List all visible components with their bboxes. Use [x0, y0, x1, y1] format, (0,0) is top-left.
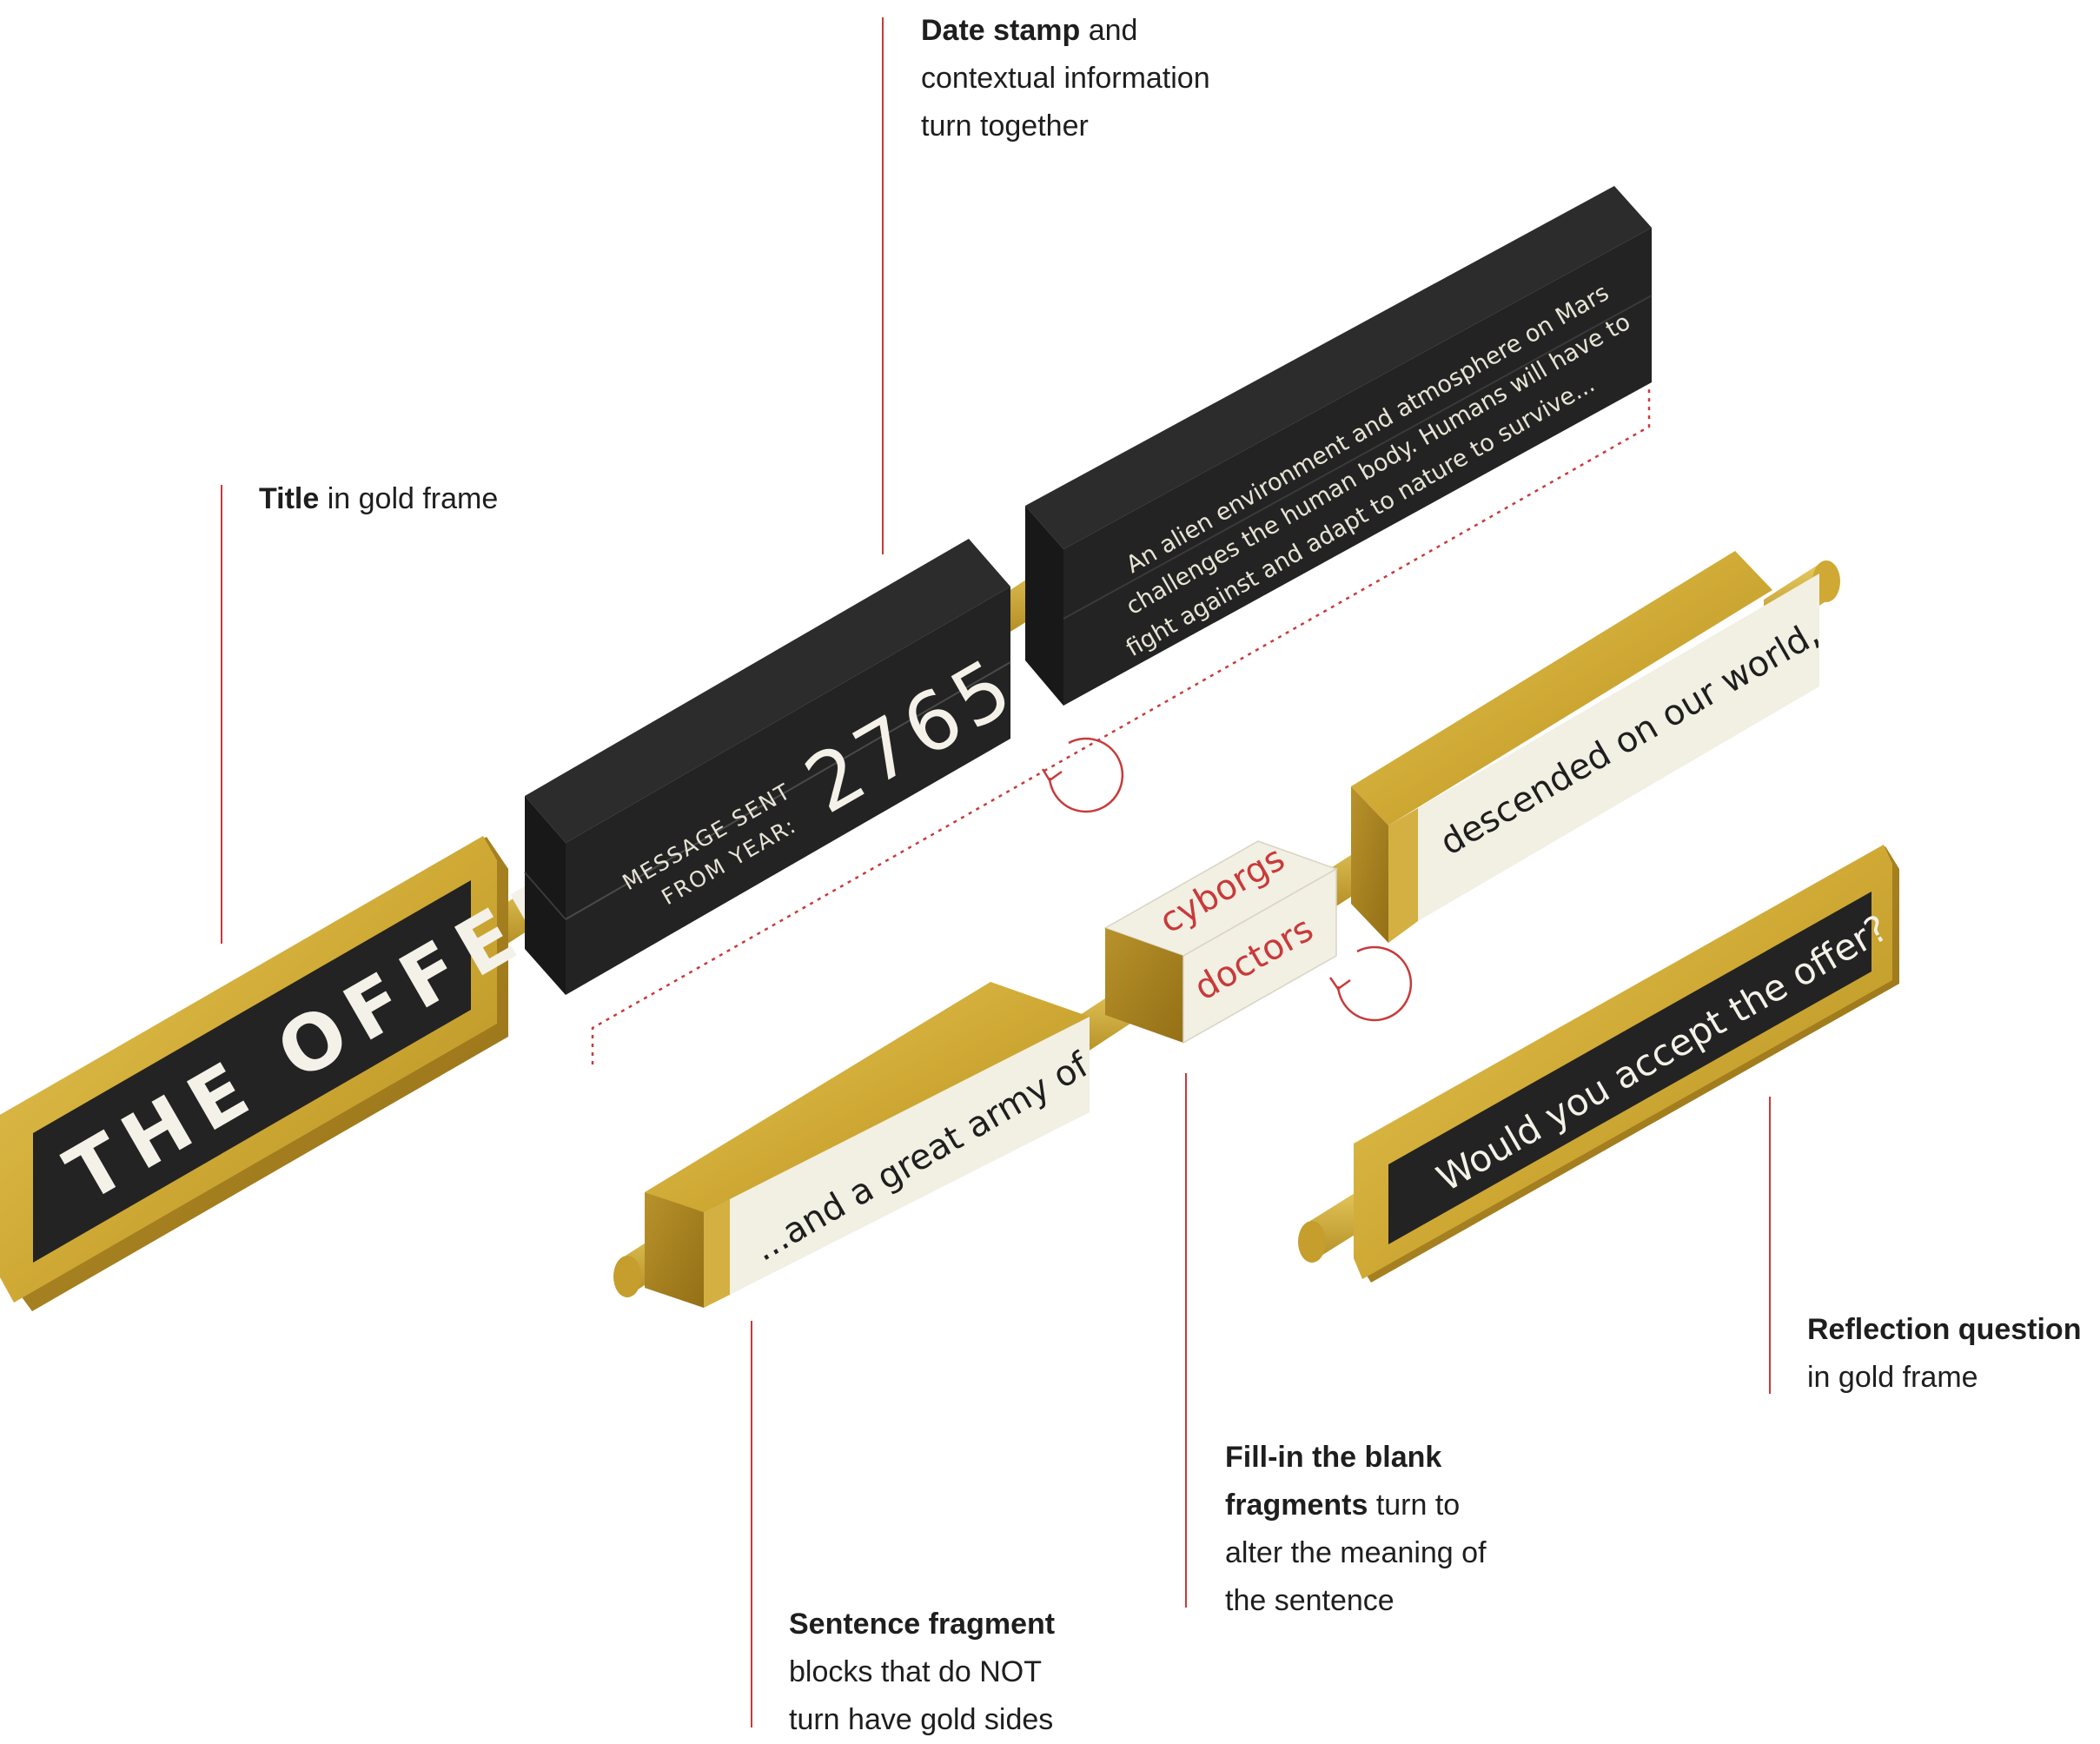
question-plate-text: Would you accept the offer? — [1430, 906, 1896, 1200]
fill-in-block: cyborgs doctors — [1103, 839, 1338, 1044]
annotation-date-line2: contextual information — [921, 62, 1210, 95]
annotation-fill-line3: alter the meaning of — [1225, 1536, 1487, 1569]
annotation-fill-in: Fill-in the blank fragments turn to alte… — [1225, 1434, 1590, 1625]
annotation-date-line3: turn together — [921, 109, 1089, 143]
date-context-link — [591, 387, 1651, 1064]
annotation-reflection: Reflection question in gold frame — [1807, 1306, 2094, 1402]
rotate-arrow-date-icon — [1041, 737, 1124, 813]
annotation-sentence-line2: blocks that do NOT — [789, 1655, 1043, 1688]
annotation-sentence-bold: Sentence fragment — [789, 1608, 1056, 1641]
guide-line-sentence — [751, 1321, 752, 1727]
rotate-arrow-fill-icon — [1328, 945, 1413, 1022]
context-block: An alien environment and atmosphere on M… — [1025, 186, 1653, 706]
annotation-date-stamp: Date stamp and contextual information tu… — [921, 7, 1373, 150]
title-plate: THE OFFER — [0, 836, 603, 1311]
guide-line-date — [882, 17, 884, 554]
annotation-reflection-line2: in gold frame — [1807, 1361, 1978, 1394]
fragment-block-descended: descended on our world, — [1351, 551, 1826, 943]
annotation-fill-line4: the sentence — [1225, 1584, 1394, 1617]
annotation-reflection-bold: Reflection question — [1807, 1313, 2082, 1346]
annotation-title-bold: Title — [259, 482, 320, 515]
annotation-sentence-fragment: Sentence fragment blocks that do NOT tur… — [789, 1601, 1154, 1744]
date-block: MESSAGE SENT FROM YEAR: 2765 — [524, 539, 1031, 995]
guide-line-reflection — [1769, 1097, 1771, 1394]
title-plate-text: THE OFFER — [51, 849, 603, 1219]
annotation-title: Title in gold frame — [259, 475, 624, 523]
guide-line-fill — [1185, 1073, 1187, 1608]
annotation-fill-rest2: turn to — [1368, 1489, 1461, 1522]
annotation-sentence-line3: turn have gold sides — [789, 1703, 1054, 1736]
fragment-block-army: ...and a great army of — [645, 982, 1096, 1308]
annotation-date-bold: Date stamp — [921, 14, 1081, 47]
annotation-title-rest: in gold frame — [319, 482, 499, 515]
guide-line-title — [221, 485, 222, 944]
annotation-fill-bold1: Fill-in the blank — [1225, 1441, 1442, 1474]
annotation-fill-bold2: fragments — [1225, 1489, 1368, 1522]
annotation-date-rest: and — [1080, 14, 1138, 47]
